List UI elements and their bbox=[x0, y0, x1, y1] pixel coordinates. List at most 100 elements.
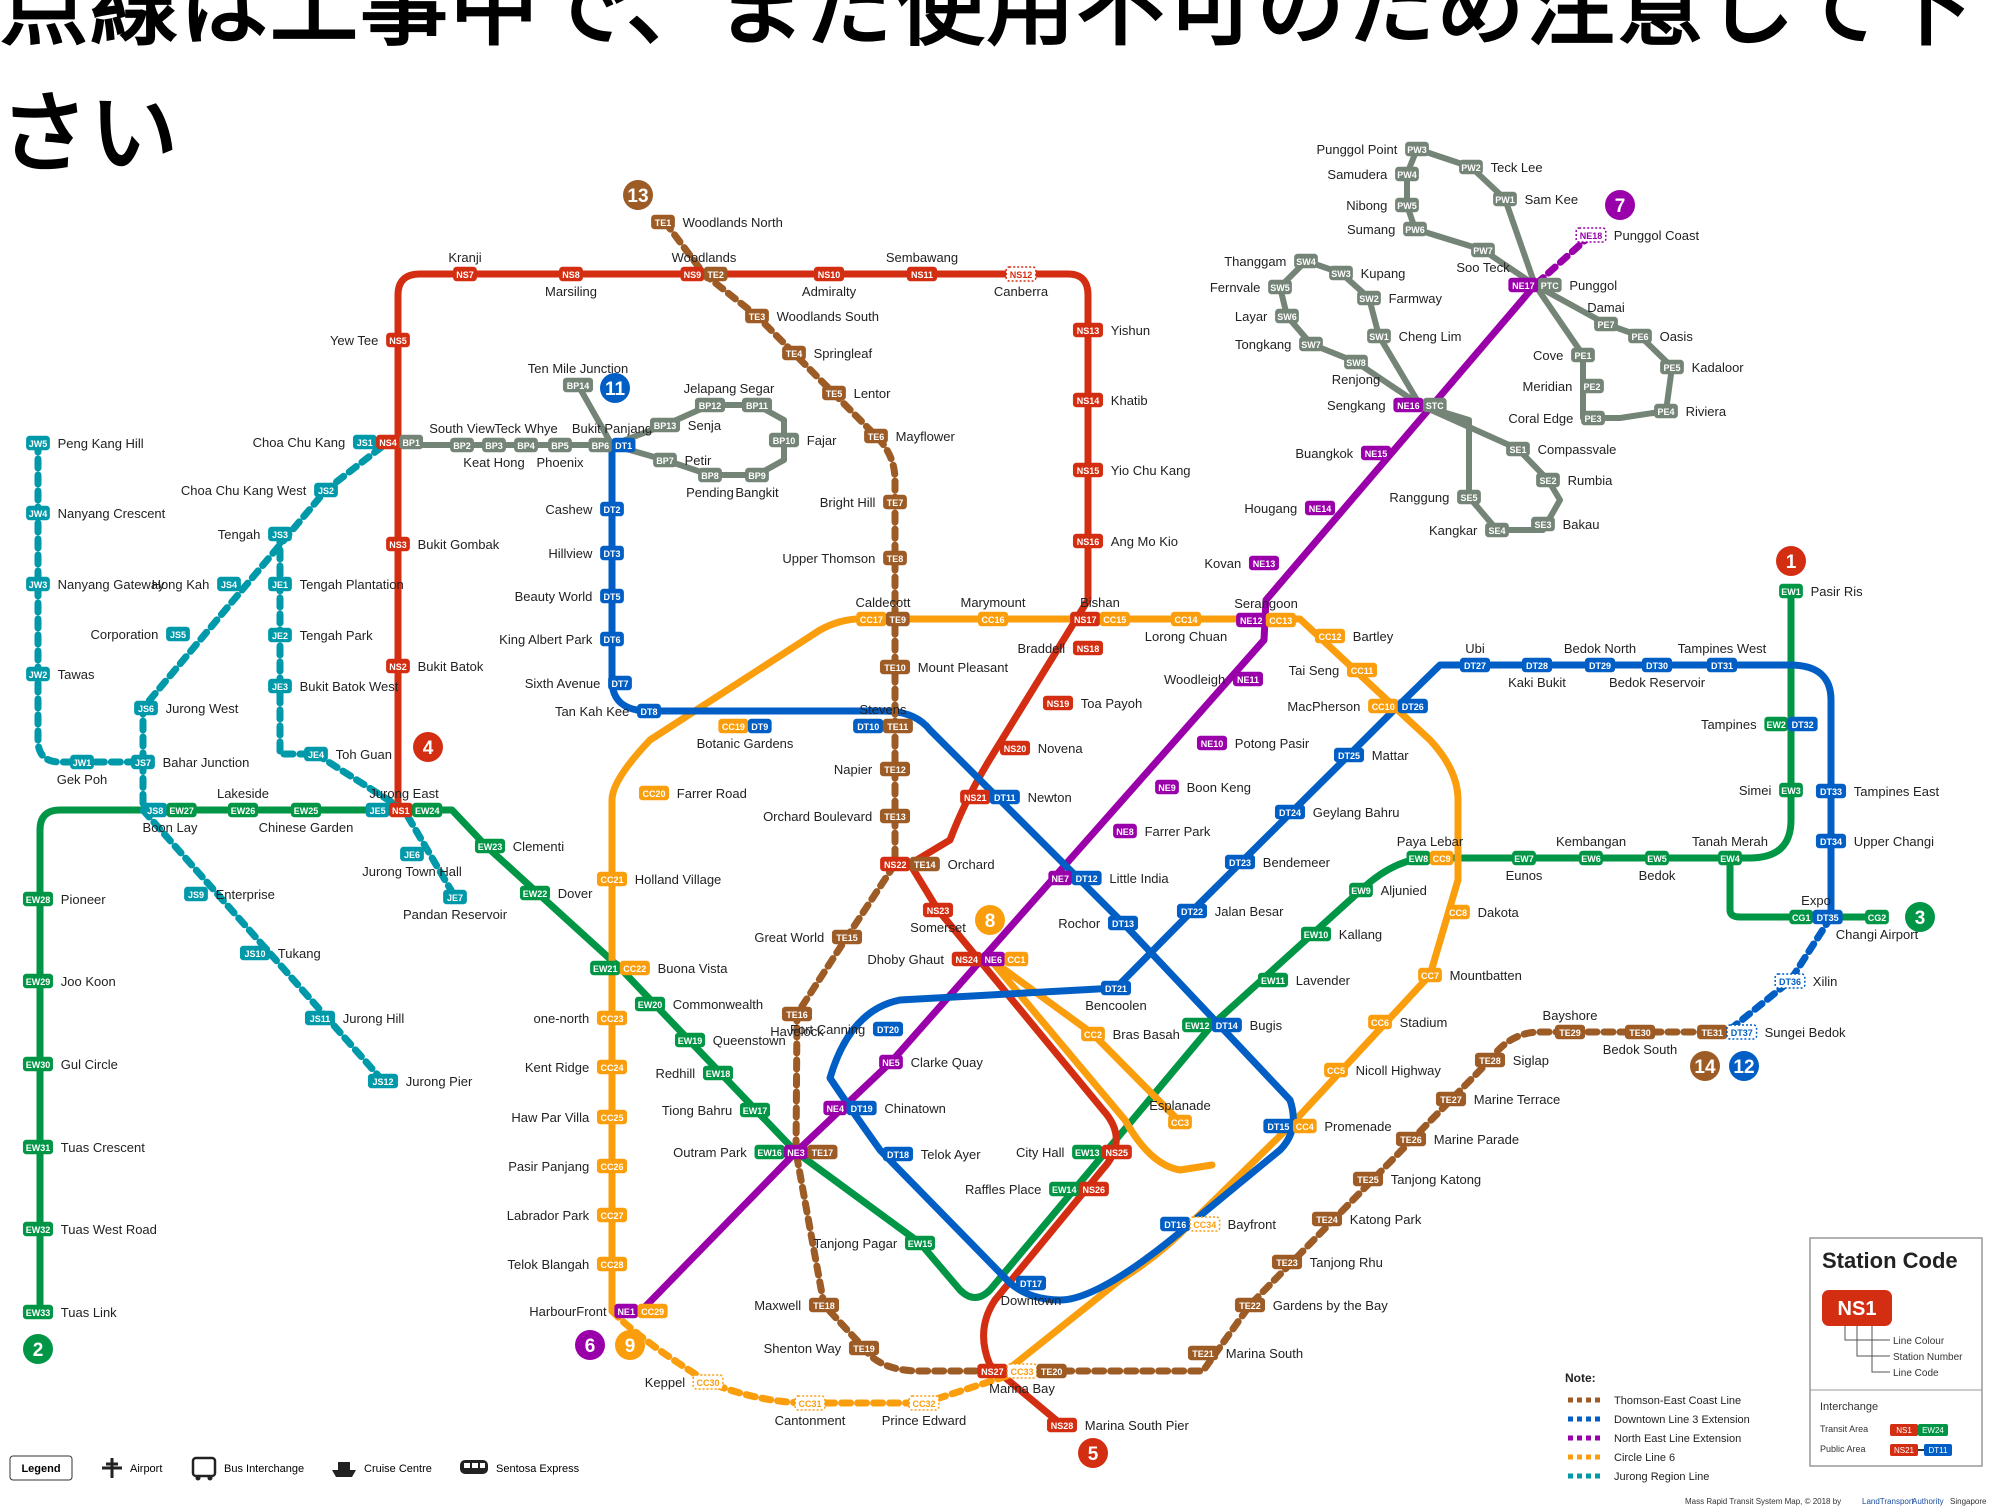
station-label: Tampines bbox=[1701, 717, 1757, 732]
station-code-badge bbox=[692, 1374, 724, 1390]
station-code-badge bbox=[268, 576, 292, 592]
station-label: Riviera bbox=[1686, 404, 1727, 419]
station-label: Expo bbox=[1801, 893, 1831, 908]
station-code-badge bbox=[386, 536, 410, 552]
station-code-badge bbox=[653, 452, 677, 468]
station-code-text: JE4 bbox=[308, 750, 324, 760]
station-code-badge bbox=[443, 889, 467, 905]
station-label: Changi Airport bbox=[1836, 927, 1919, 942]
station-label: Kranji bbox=[448, 250, 481, 265]
station-code-badge bbox=[1579, 850, 1603, 866]
station-code-badge bbox=[1512, 850, 1536, 866]
station-code-text: DT6 bbox=[603, 635, 620, 645]
station-code-text: EW14 bbox=[1052, 1185, 1077, 1195]
station-code-badge bbox=[922, 902, 954, 918]
station-label: Woodlands bbox=[672, 250, 737, 265]
line-segment bbox=[637, 281, 1539, 1315]
station-label: Nibong bbox=[1346, 198, 1387, 213]
station-label: Cove bbox=[1533, 348, 1563, 363]
station-code-text: CC34 bbox=[1193, 1220, 1216, 1230]
svg-text:8: 8 bbox=[985, 911, 996, 932]
station-label: Pending bbox=[686, 485, 734, 500]
station-label: Jelapang bbox=[684, 381, 737, 396]
svg-text:Mass Rapid Transit System Map,: Mass Rapid Transit System Map, © 2018 by bbox=[1685, 1497, 1841, 1506]
station-label: Bayshore bbox=[1543, 1008, 1598, 1023]
station-code-text: CC26 bbox=[600, 1162, 623, 1172]
station-code-text: TE2 bbox=[707, 270, 724, 280]
station-code-badge bbox=[977, 611, 1009, 627]
station-code-badge bbox=[412, 802, 443, 818]
station-code-text: TE15 bbox=[836, 933, 858, 943]
station-code-badge bbox=[600, 588, 624, 604]
station-code-badge bbox=[1294, 253, 1318, 269]
station-code-text: DT26 bbox=[1402, 702, 1424, 712]
station-code-badge bbox=[879, 1054, 903, 1070]
station-code-badge bbox=[1275, 308, 1299, 324]
station-code-badge bbox=[1594, 316, 1618, 332]
station-code-badge bbox=[268, 526, 292, 542]
line-segment bbox=[394, 270, 1120, 1429]
station-label: Telok Ayer bbox=[921, 1147, 981, 1162]
legend-title: Legend bbox=[21, 1463, 60, 1475]
station-code-badge bbox=[1506, 441, 1530, 457]
station-code-badge bbox=[1081, 1026, 1105, 1042]
station-label: Eunos bbox=[1506, 868, 1543, 883]
station-code-badge bbox=[386, 332, 410, 348]
station-code-text: DT36 bbox=[1779, 977, 1801, 987]
station-code-text: JW1 bbox=[73, 758, 92, 768]
station-code-text: TE16 bbox=[786, 1010, 808, 1020]
station-code-text: CG2 bbox=[1868, 913, 1887, 923]
station-code-text: EW13 bbox=[1075, 1148, 1100, 1158]
station-code-badge bbox=[634, 996, 666, 1012]
station-code-text: CC33 bbox=[1010, 1367, 1033, 1377]
station-code-badge bbox=[1628, 328, 1652, 344]
station-code-badge bbox=[1346, 662, 1378, 678]
station-code-text: CC16 bbox=[981, 615, 1004, 625]
station-label: Marina South bbox=[1226, 1346, 1303, 1361]
svg-text:14: 14 bbox=[1694, 1057, 1716, 1078]
station-code-badge bbox=[1645, 850, 1669, 866]
station-code-text: CC8 bbox=[1449, 908, 1467, 918]
line-segment bbox=[1277, 258, 1423, 408]
station-code-text: PE5 bbox=[1663, 363, 1680, 373]
station-code-text: EW4 bbox=[1720, 854, 1740, 864]
station-label: Prince Edward bbox=[882, 1413, 967, 1428]
station-label: Tiong Bahru bbox=[662, 1103, 732, 1118]
station-label: Keppel bbox=[645, 1375, 686, 1390]
station-label: Lentor bbox=[854, 386, 892, 401]
station-code-text: JE2 bbox=[272, 631, 288, 641]
station-label: Kent Ridge bbox=[525, 1060, 589, 1075]
station-code-badge bbox=[1072, 640, 1104, 656]
station-code-text: NE6 bbox=[984, 955, 1002, 965]
station-code-text: EW20 bbox=[638, 1000, 663, 1010]
station-code-text: DT12 bbox=[1076, 874, 1098, 884]
station-code-text: NS11 bbox=[911, 270, 933, 280]
station-label: Queenstown bbox=[713, 1033, 786, 1048]
station-code-text: TE10 bbox=[884, 663, 906, 673]
